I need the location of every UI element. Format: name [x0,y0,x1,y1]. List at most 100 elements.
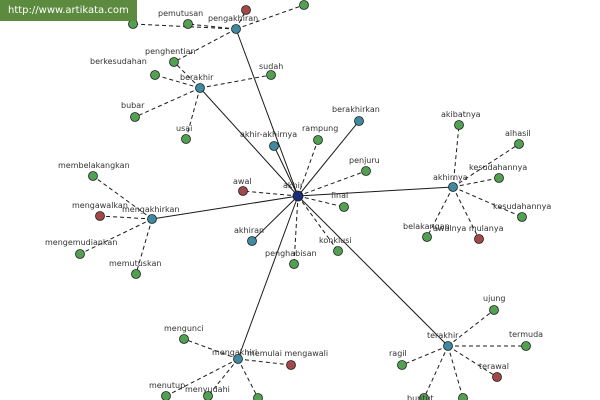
node-usai[interactable] [181,134,191,144]
node-final[interactable] [339,202,349,212]
node-label-termuda: termuda [509,330,543,339]
node-label-final: final [331,191,348,200]
node-label-rampung: rampung [302,124,338,133]
edge-akhirnya-akibatnya [452,124,460,188]
edge-mengakhirkan-membelakangkan [92,175,153,220]
node-label-terakhir: terakhir [427,331,459,340]
edge-akhirnya-belakangan [426,186,454,238]
node-mengemudiankan[interactable] [75,249,85,259]
node-awal[interactable] [238,186,248,196]
node-label-memulai: memulai mengawali [247,349,328,358]
node-akhir-akhirnya[interactable] [269,141,279,151]
edge-akhir-penghabisan [293,195,299,265]
edge-akhir-rampung [297,139,319,197]
edge-akhir-akhirnya [297,186,454,197]
edge-berakhir-penghentian [173,61,201,89]
node-terakhir[interactable] [443,341,453,351]
node-akhiran[interactable] [247,236,257,246]
node-pengakhiran[interactable] [231,24,241,34]
edge-akhir-awal [242,190,299,197]
node-mengawalkan[interactable] [95,211,105,221]
edge-akhir-pengakhiran [235,28,299,197]
node-label-penghentian: penghentian [145,47,196,56]
edge-terakhir-ragil [401,345,449,366]
node-label-penghabisan: penghabisan [265,249,317,258]
node-kesudahannya2[interactable] [517,212,527,222]
edge-akhirnya-alhasil [452,143,520,188]
node-mengakhirkan[interactable] [147,214,157,224]
node-berkesudahan[interactable] [150,70,160,80]
node-label-usai: usai [176,124,192,133]
node-label-awal: awal [233,177,252,186]
node-memulai[interactable] [286,360,296,370]
node-awalnya[interactable] [474,234,484,244]
node-pk-top2[interactable] [299,0,309,10]
node-sudah[interactable] [266,70,276,80]
node-terawal[interactable] [492,372,502,382]
node-membelakangkan[interactable] [88,171,98,181]
node-belakangan[interactable] [422,232,432,242]
node-label-mengawalkan: mengawalkan [72,201,128,210]
node-memutuskan[interactable] [131,269,141,279]
node-rampung[interactable] [313,135,323,145]
node-label-buntut: buntut [407,394,434,400]
node-akhirnya[interactable] [448,182,458,192]
node-ujung[interactable] [489,305,499,315]
node-termuda[interactable] [521,341,531,351]
node-label-sudah: sudah [259,62,283,71]
node-label-awalnya: awalnya mulanya [433,224,504,233]
edge-mengakhirkan-memutuskan [135,218,153,275]
node-penjuru[interactable] [361,166,371,176]
edge-mengakhiri-mengunci [183,338,239,360]
edge-mengakhirkan-mengawalkan [99,215,153,220]
node-label-penjuru: penjuru [349,156,380,165]
edge-akhirnya-kesudahannya2 [452,186,523,218]
node-alhasil[interactable] [514,139,524,149]
node-penghabisan[interactable] [289,259,299,269]
source-url-label[interactable]: http://www.artikata.com [0,0,137,21]
node-kesudahannya[interactable] [494,173,504,183]
node-pemutusan[interactable] [183,19,193,29]
node-akibatnya[interactable] [454,120,464,130]
node-label-mengunci: mengunci [164,324,204,333]
node-pk-top[interactable] [241,5,251,15]
node-mg-b2[interactable] [253,393,263,400]
edge-akhir-konklusi [297,195,339,252]
node-menyudahi[interactable] [203,391,213,400]
node-label-memutuskan: memutuskan [109,259,161,268]
node-ragil[interactable] [397,360,407,370]
node-mengunci[interactable] [179,334,189,344]
node-mengakhiri[interactable] [233,354,243,364]
node-label-alhasil: alhasil [505,129,531,138]
edge-terakhir-buntut [423,345,449,399]
edge-terakhir-tr-b2 [447,345,464,399]
labels-layer: akhirberakhirpengakhiranmengakhirkanakhi… [45,9,551,400]
node-penghentian[interactable] [169,57,179,67]
node-berakhirkan[interactable] [354,116,364,126]
edge-akhir-akhiran [251,195,299,242]
edge-akhir-berakhirkan [297,120,360,197]
edge-akhir-terakhir [297,195,449,347]
node-berakhir[interactable] [195,83,205,93]
node-konklusi[interactable] [333,246,343,256]
node-label-membelakangkan: membelakangkan [58,161,130,170]
node-label-ragil: ragil [389,349,407,358]
node-tr-b2[interactable] [458,393,468,400]
edge-akhir-akhir-akhirnya [273,145,299,197]
edge-terakhir-terawal [447,345,498,378]
edge-akhir-berakhir [199,87,299,197]
node-label-terawal: terawal [479,362,509,371]
node-buntut[interactable] [419,393,429,400]
node-label-belakangan: belakangan [403,222,450,231]
edge-mengakhiri-menyudahi [207,358,239,397]
node-label-pemutusan: pemutusan [158,9,203,18]
node-label-akhir: akhir [283,181,304,190]
node-akhir[interactable] [292,190,304,202]
node-label-kesudahannya2: kesudahannya [493,202,551,211]
node-bubar[interactable] [130,112,140,122]
edge-mengakhirkan-mengemudiankan [79,218,153,255]
node-label-menyudahi: menyudahi [185,385,230,394]
node-menutup[interactable] [161,391,171,400]
node-label-mengakhiri: mengakhiri [212,348,257,357]
